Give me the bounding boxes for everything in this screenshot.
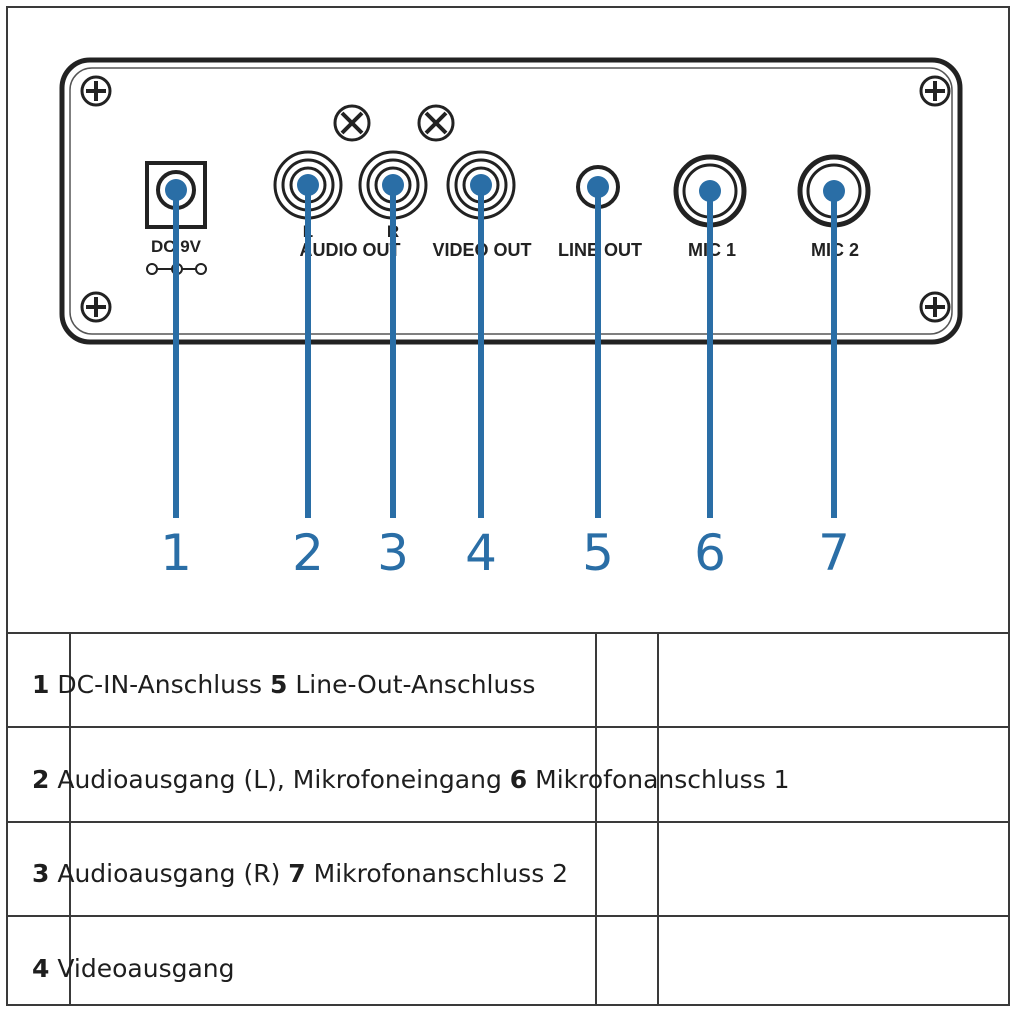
legend-row: 2 Audioausgang (L), Mikrofoneingang 6 Mi…	[32, 765, 790, 794]
callout-dot	[382, 174, 404, 196]
screw-icon	[417, 104, 455, 142]
callout-dot	[699, 180, 721, 202]
callout-number: 3	[377, 524, 409, 582]
callout-dot	[165, 179, 187, 201]
screw-icon	[919, 291, 951, 323]
callout-dot	[297, 174, 319, 196]
figure-frame	[6, 6, 1010, 1006]
callout-dot	[470, 174, 492, 196]
callout-dot	[587, 176, 609, 198]
screw-icon	[333, 104, 371, 142]
legend-row: 4 Videoausgang	[32, 954, 235, 983]
table-border	[6, 915, 1010, 917]
connector-panel-diagram: DC 9V L R AUDIO OUT VIDEO OUT LINE OUT	[59, 57, 963, 582]
table-border	[6, 632, 1010, 634]
screw-icon	[80, 291, 112, 323]
callout-number: 1	[160, 524, 192, 582]
audio-out-label: AUDIO OUT	[300, 240, 401, 260]
callout-number: 6	[694, 524, 726, 582]
table-border	[6, 726, 1010, 728]
legend-row: 3 Audioausgang (R) 7 Mikrofonanschluss 2	[32, 859, 569, 888]
dc-jack	[145, 161, 207, 229]
legend-row: 1 DC-IN-Anschluss 5 Line-Out-Anschluss	[32, 670, 536, 699]
callout-number: 4	[465, 524, 497, 582]
callout-number: 7	[818, 524, 850, 582]
callout-dot	[823, 180, 845, 202]
callout-number: 2	[292, 524, 324, 582]
callout-number: 5	[582, 524, 614, 582]
screw-icon	[919, 75, 951, 107]
screw-icon	[80, 75, 112, 107]
table-border	[6, 821, 1010, 823]
table-border	[595, 633, 597, 1006]
table-border	[69, 633, 71, 1006]
table-border	[657, 633, 659, 1006]
